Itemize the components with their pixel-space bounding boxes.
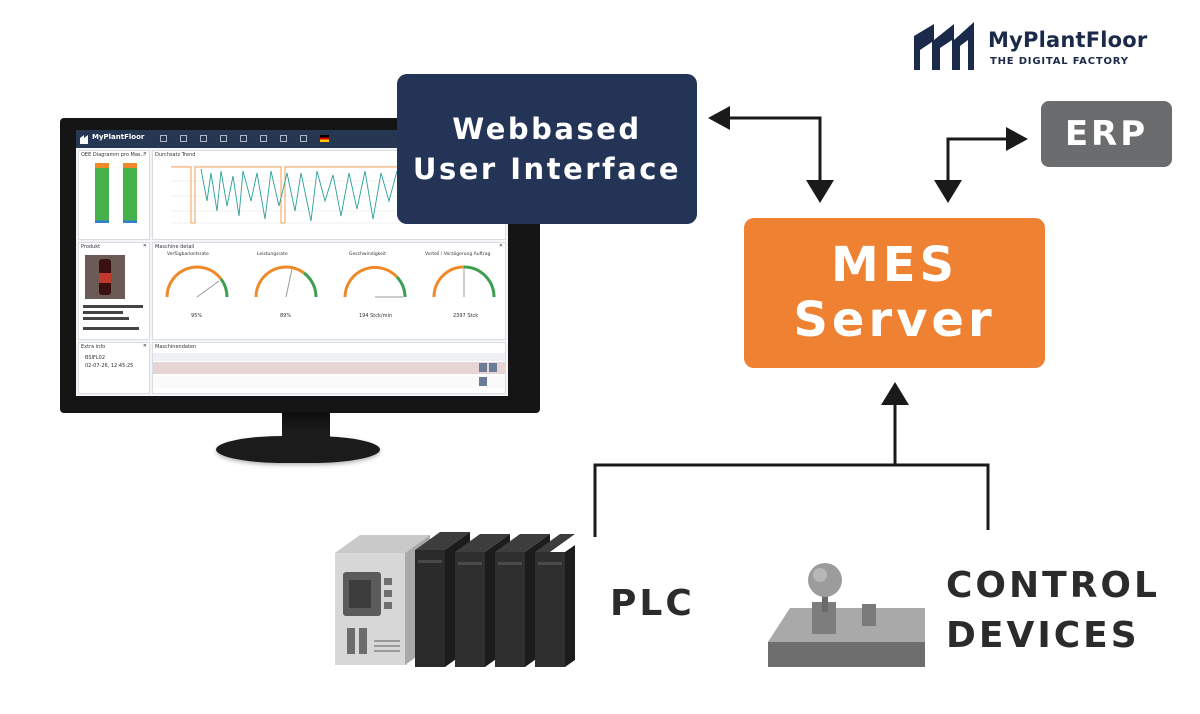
monitor: MyPlantFloor OEE Diagramm pro Mas... ✕ D…: [60, 118, 540, 413]
gauge-value: 95%: [191, 313, 203, 319]
tools-icon[interactable]: [200, 135, 207, 142]
webui-label-line2: User Interface: [412, 152, 682, 186]
product-detail-line: [83, 311, 123, 314]
warning-icon[interactable]: [160, 135, 167, 142]
webui-label-line1: Webbased: [452, 112, 642, 146]
info-button[interactable]: [479, 363, 487, 372]
joystick-illustration: [768, 563, 925, 667]
action-button[interactable]: [489, 363, 497, 372]
shuffle-icon[interactable]: [240, 135, 247, 142]
edit-icon[interactable]: [180, 135, 187, 142]
extra-info-id: BSIFL02: [85, 355, 106, 361]
gauge: [343, 265, 407, 298]
operator-icon[interactable]: [280, 135, 287, 142]
control-devices-label: CONTROL DEVICES: [946, 561, 1160, 661]
devices-mes-connector: [593, 382, 990, 537]
close-icon[interactable]: ✕: [142, 243, 147, 249]
product-panel-title: Produkt: [81, 244, 101, 250]
product-detail-line: [83, 305, 143, 308]
gauge: [165, 265, 229, 298]
machine-detail-panel: Maschine detail ✕: [152, 242, 506, 340]
gauge-title: Geschwindigkeit: [349, 252, 386, 257]
myplantfloor-logo: MyPlantFloor THE DIGITAL FACTORY: [912, 14, 1182, 74]
gauge-title: Vorteil / Verzögerung Auftrag: [425, 252, 491, 257]
jobs-panel-title: Maschinendaten: [155, 344, 197, 350]
logo-tagline: THE DIGITAL FACTORY: [990, 56, 1129, 67]
close-icon[interactable]: ✕: [498, 243, 503, 249]
plc-label: PLC: [610, 583, 695, 624]
oee-bar: [95, 163, 109, 223]
oee-bar: [123, 163, 137, 223]
gauge-title: Leistungsrate: [257, 252, 288, 257]
webbased-ui-box: Webbased User Interface: [397, 74, 697, 224]
gauge-value: 194 Stck/min: [359, 313, 393, 319]
ui-mes-connector: [708, 106, 834, 203]
table-header: [153, 353, 505, 361]
app-logo-icon: [80, 135, 88, 144]
mes-label-line2: Server: [793, 292, 996, 348]
users-icon[interactable]: [260, 135, 267, 142]
control-devices-line1: CONTROL: [946, 565, 1160, 606]
table-row[interactable]: [153, 376, 505, 388]
gauge: [254, 265, 318, 298]
plc-illustration: [335, 532, 575, 667]
erp-box: ERP: [1041, 101, 1172, 167]
close-icon[interactable]: ✕: [142, 151, 147, 157]
gauges-row: [165, 265, 496, 298]
oee-panel-title: OEE Diagramm pro Mas...: [81, 152, 146, 158]
monitor-stand-base: [216, 436, 380, 463]
table-row[interactable]: [153, 362, 505, 374]
app-title: MyPlantFloor: [92, 133, 145, 141]
product-image: [85, 255, 125, 299]
product-detail-line: [83, 317, 129, 320]
product-detail-line: [83, 327, 139, 330]
mes-erp-connector: [934, 127, 1028, 203]
oee-panel: OEE Diagramm pro Mas... ✕: [78, 150, 150, 240]
control-devices-line2: DEVICES: [946, 615, 1140, 656]
factory-logo-icon: [914, 22, 974, 70]
document-icon[interactable]: [220, 135, 227, 142]
language-flag-icon[interactable]: [320, 135, 329, 142]
mes-server-box: MES Server: [744, 218, 1045, 368]
trend-panel-title: Durchsatz Trend: [155, 152, 196, 158]
extra-info-panel: Extra info ✕ BSIFL02 02-07-26, 12:45:25: [78, 342, 150, 394]
erp-label: ERP: [1064, 114, 1149, 154]
gauge-value: 2397 Stck: [453, 313, 479, 319]
info-button[interactable]: [479, 377, 487, 386]
gauge-value: 89%: [280, 313, 292, 319]
close-icon[interactable]: ✕: [142, 343, 147, 349]
mes-label-line1: MES: [830, 237, 959, 293]
calendar-icon[interactable]: [300, 135, 307, 142]
extra-panel-title: Extra info: [81, 344, 106, 350]
product-panel: Produkt ✕: [78, 242, 150, 340]
machine-panel-title: Maschine detail: [155, 244, 195, 250]
gauge-title: Verfügbarkeitsrate: [167, 252, 209, 257]
jobs-panel: Maschinendaten: [152, 342, 506, 394]
extra-info-time: 02-07-26, 12:45:25: [85, 363, 134, 369]
dashboard-screen: MyPlantFloor OEE Diagramm pro Mas... ✕ D…: [76, 130, 508, 396]
logo-wordmark: MyPlantFloor: [988, 28, 1148, 52]
gauge: [432, 265, 496, 298]
